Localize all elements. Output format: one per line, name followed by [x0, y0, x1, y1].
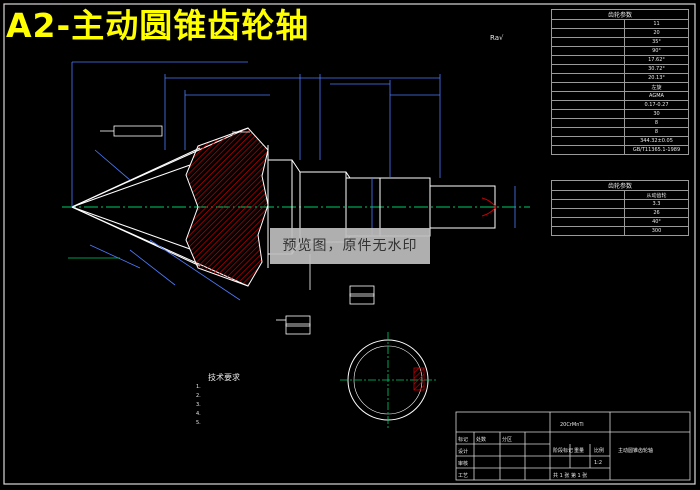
title-block-label-zone: 分区 [502, 436, 512, 443]
param-label [551, 136, 625, 146]
tolerance-callouts [100, 125, 375, 335]
param-value: 26 [624, 208, 689, 218]
title-block-label-design: 设计 [458, 448, 468, 455]
param-value: 左旋 [624, 82, 689, 92]
param-label [551, 46, 625, 56]
tech-note-line: 5. [196, 420, 201, 426]
border-frame [3, 3, 696, 485]
technical-requirements: 技术要求 1. 2. 3. 4. 5. [196, 372, 308, 428]
roughness-note: Ra√ [490, 34, 504, 42]
dimension-lines [71, 61, 516, 301]
param-label [551, 28, 625, 38]
param-value: 35° [624, 37, 689, 47]
param-value: 0.17-0.27 [624, 100, 689, 110]
params-table-header: 齿轮参数 [551, 180, 689, 191]
title-block-part-name: 主动圆锥齿轮轴 [618, 447, 653, 454]
param-label [551, 55, 625, 65]
param-label [551, 91, 625, 101]
param-label [551, 145, 625, 155]
param-value: 300 [624, 226, 689, 236]
title-block-label-review: 审核 [458, 460, 468, 467]
title-block-label-count: 处数 [476, 436, 486, 443]
param-value: 3.3 [624, 199, 689, 209]
param-label [551, 118, 625, 128]
param-label [551, 64, 625, 74]
title-block-sheet: 共 1 张 第 1 张 [553, 472, 587, 479]
tech-note-line: 2. [196, 393, 201, 399]
page-title: A2-主动圆锥齿轮轴 [6, 6, 310, 45]
title-block-scale: 1:2 [594, 460, 602, 466]
param-value: 344.32±0.05 [624, 136, 689, 146]
param-label [551, 217, 625, 227]
param-label [551, 190, 625, 200]
param-label [551, 19, 625, 29]
watermark: 预览图，原件无水印 [270, 228, 430, 264]
param-label [551, 82, 625, 92]
param-label [551, 208, 625, 218]
param-value: 17.62° [624, 55, 689, 65]
tech-note-line: 4. [196, 411, 201, 417]
section-view [340, 332, 436, 428]
tech-note-line: 1. [196, 384, 201, 390]
title-block-scale-label: 比例 [594, 447, 604, 454]
param-value: 40° [624, 217, 689, 227]
param-value: 20.13° [624, 73, 689, 83]
gear-section-hatch [185, 127, 269, 287]
param-value: AGMA [624, 91, 689, 101]
param-label [551, 73, 625, 83]
param-label [551, 100, 625, 110]
param-label [551, 199, 625, 209]
title-block-label-process: 工艺 [458, 473, 468, 479]
param-value: 11 [624, 19, 689, 29]
mating-gear-params-table: 齿轮参数 从动齿轮 3.3 26 40° 300 [551, 180, 689, 236]
param-value: 90° [624, 46, 689, 56]
param-value: 30 [624, 109, 689, 119]
title-block [455, 411, 691, 481]
param-value: 20 [624, 28, 689, 38]
param-label [551, 109, 625, 119]
title-block-stage-label: 阶段标记 [553, 447, 573, 454]
title-block-weight-label: 重量 [574, 447, 584, 454]
param-value: GB/T11365.1-1989 [624, 145, 689, 155]
gear-params-table: 齿轮参数 11 20 35° 90° 17.62° 30.72° 20.13° … [551, 9, 689, 155]
tech-note-line: 3. [196, 402, 201, 408]
params-table-header: 齿轮参数 [551, 9, 689, 20]
param-label [551, 37, 625, 47]
title-block-label-mark: 标记 [458, 436, 468, 443]
param-value: 30.72° [624, 64, 689, 74]
param-value: 8 [624, 118, 689, 128]
param-value: 8 [624, 127, 689, 137]
param-value: 从动齿轮 [624, 190, 689, 200]
param-label [551, 127, 625, 137]
param-label [551, 226, 625, 236]
title-block-material: 20CrMnTi [560, 422, 584, 428]
tech-notes-heading: 技术要求 [208, 373, 240, 382]
